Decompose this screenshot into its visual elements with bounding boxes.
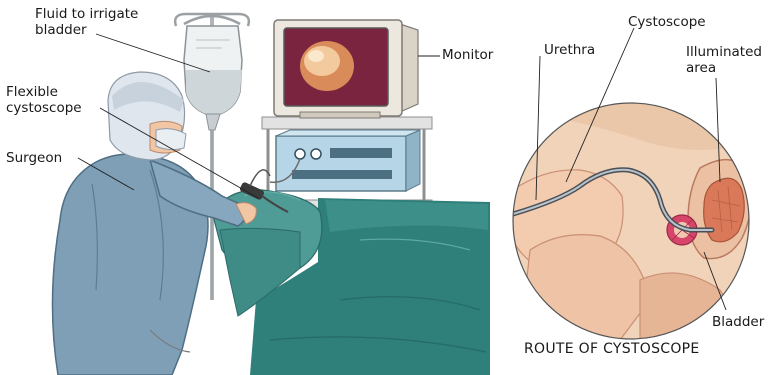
label-fluid-to-irrigate-bladder: Fluid to irrigate bladder xyxy=(35,6,138,38)
video-monitor xyxy=(274,20,418,118)
label-flexible-line2: cystoscope xyxy=(6,100,82,116)
caption-route-of-cystoscope: ROUTE OF CYSTOSCOPE xyxy=(524,341,700,357)
label-flexible-cystoscope: Flexible cystoscope xyxy=(6,84,82,116)
label-fluid-line1: Fluid to irrigate xyxy=(35,6,138,22)
label-monitor: Monitor xyxy=(442,47,493,63)
label-fluid-line2: bladder xyxy=(35,22,138,38)
label-flexible-line1: Flexible xyxy=(6,84,82,100)
route-inset xyxy=(513,103,760,343)
label-cystoscope: Cystoscope xyxy=(628,14,706,30)
label-illuminated-line2: area xyxy=(686,60,762,76)
label-urethra: Urethra xyxy=(544,42,595,58)
label-surgeon: Surgeon xyxy=(6,150,62,166)
camera-light-unit xyxy=(270,130,420,191)
label-illuminated-line1: Illuminated xyxy=(686,44,762,60)
label-bladder: Bladder xyxy=(712,314,764,330)
label-illuminated-area: Illuminated area xyxy=(686,44,762,76)
